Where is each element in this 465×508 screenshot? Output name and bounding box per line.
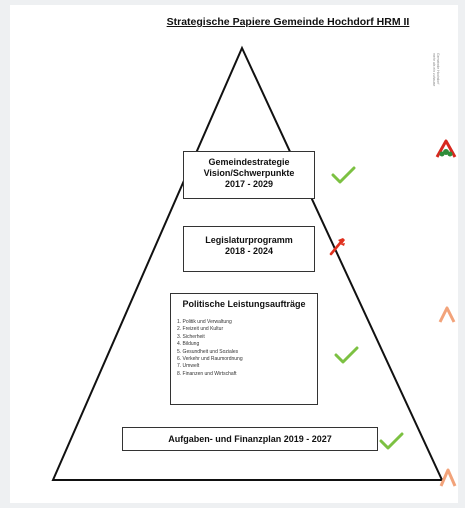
level-heading: Politische Leistungsaufträge bbox=[182, 299, 306, 309]
logo-text-line: mehr als ein zuhause bbox=[432, 53, 436, 87]
document-page: Strategische Papiere Gemeinde Hochdorf H… bbox=[10, 5, 458, 503]
level-line: Gemeindestrategie bbox=[208, 157, 290, 167]
list-item: 8. Finanzen und Wirtschaft bbox=[177, 370, 237, 377]
level-line: 2017 - 2029 bbox=[224, 179, 274, 189]
list-item: 4. Bildung bbox=[177, 341, 200, 348]
list-item: 3. Sicherheit bbox=[177, 333, 205, 340]
level-heading: Legislaturprogramm 2018 - 2024 bbox=[184, 227, 314, 257]
check-icon bbox=[379, 432, 404, 450]
logo-text-line: Gemeinde Hochdorf bbox=[436, 53, 440, 85]
level-heading: Gemeindestrategie Vision/Schwerpunkte 20… bbox=[184, 152, 314, 190]
logo-text: Gemeinde Hochdorf mehr als ein zuhause bbox=[432, 53, 440, 93]
document-title: Strategische Papiere Gemeinde Hochdorf H… bbox=[166, 16, 410, 28]
level-box-finanzplan: Aufgaben- und Finanzplan 2019 - 2027 bbox=[122, 427, 378, 451]
level-box-legislatur: Legislaturprogramm 2018 - 2024 bbox=[183, 226, 315, 272]
list-item: 5. Gesundheit und Soziales bbox=[177, 348, 239, 355]
wrench-icon bbox=[329, 238, 345, 256]
check-icon bbox=[334, 346, 359, 364]
level-box-leistungsauftraege: Politische Leistungsaufträge 1. Politik … bbox=[170, 293, 318, 405]
hochdorf-logo-icon bbox=[435, 139, 457, 158]
list-item: 7. Umwelt bbox=[177, 363, 200, 370]
level-heading: Aufgaben- und Finanzplan 2019 - 2027 bbox=[168, 434, 332, 444]
list-item: 2. Freizeit und Kultur bbox=[177, 326, 224, 333]
level-box-strategie: Gemeindestrategie Vision/Schwerpunkte 20… bbox=[183, 151, 315, 199]
list-item: 1. Politik und Verwaltung bbox=[177, 319, 232, 325]
chevron-up-icon bbox=[438, 306, 456, 323]
leistungsauftraege-list: 1. Politik und Verwaltung 2. Freizeit un… bbox=[177, 319, 317, 378]
chevron-up-icon bbox=[439, 468, 457, 487]
check-icon bbox=[331, 166, 356, 184]
level-line: Legislaturprogramm bbox=[205, 235, 293, 245]
level-line: 2018 - 2024 bbox=[224, 246, 274, 256]
level-line: Vision/Schwerpunkte bbox=[203, 168, 295, 178]
list-item: 6. Verkehr und Raumordnung bbox=[177, 356, 243, 363]
